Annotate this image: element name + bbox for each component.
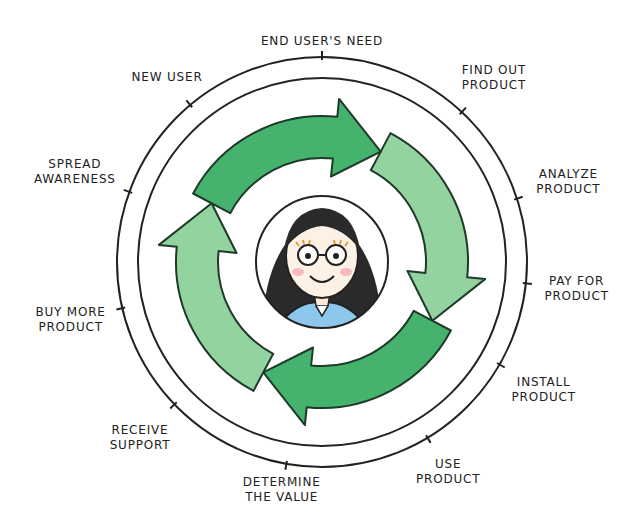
step-label: INSTALL PRODUCT: [503, 375, 585, 405]
tick-marks: [116, 51, 531, 470]
tick-mark: [523, 282, 532, 285]
tick-mark: [285, 461, 287, 470]
cycle-arrow: [263, 311, 451, 425]
step-label: PAY FOR PRODUCT: [536, 274, 618, 304]
tick-mark: [514, 197, 523, 200]
inner-ring: [138, 78, 506, 446]
outer-ring: [117, 57, 527, 467]
cycle-arrow: [159, 203, 273, 391]
tick-mark: [426, 435, 431, 443]
tick-mark: [124, 190, 132, 193]
step-label: SPREAD AWARENESS: [27, 157, 122, 187]
cycle-arrows: [159, 99, 485, 425]
step-label: RECEIVE SUPPORT: [99, 423, 181, 453]
woman-face: [256, 196, 388, 340]
step-label: FIND OUT PRODUCT: [451, 63, 536, 93]
step-label: ANALYZE PRODUCT: [526, 167, 611, 197]
step-label: USE PRODUCT: [408, 457, 488, 487]
face-outline: [256, 196, 388, 328]
tick-mark: [170, 402, 176, 408]
tick-mark: [460, 108, 466, 115]
step-label: NEW USER: [132, 70, 203, 85]
step-label: END USER'S NEED: [261, 34, 383, 49]
tick-mark: [321, 51, 323, 60]
cycle-arrow: [371, 133, 485, 321]
step-label: DETERMINE THE VALUE: [234, 475, 329, 505]
cycle-arrow: [193, 99, 381, 213]
tick-mark: [186, 100, 192, 107]
tick-mark: [116, 307, 125, 309]
tick-mark: [497, 363, 505, 368]
step-label: BUY MORE PRODUCT: [28, 305, 113, 335]
